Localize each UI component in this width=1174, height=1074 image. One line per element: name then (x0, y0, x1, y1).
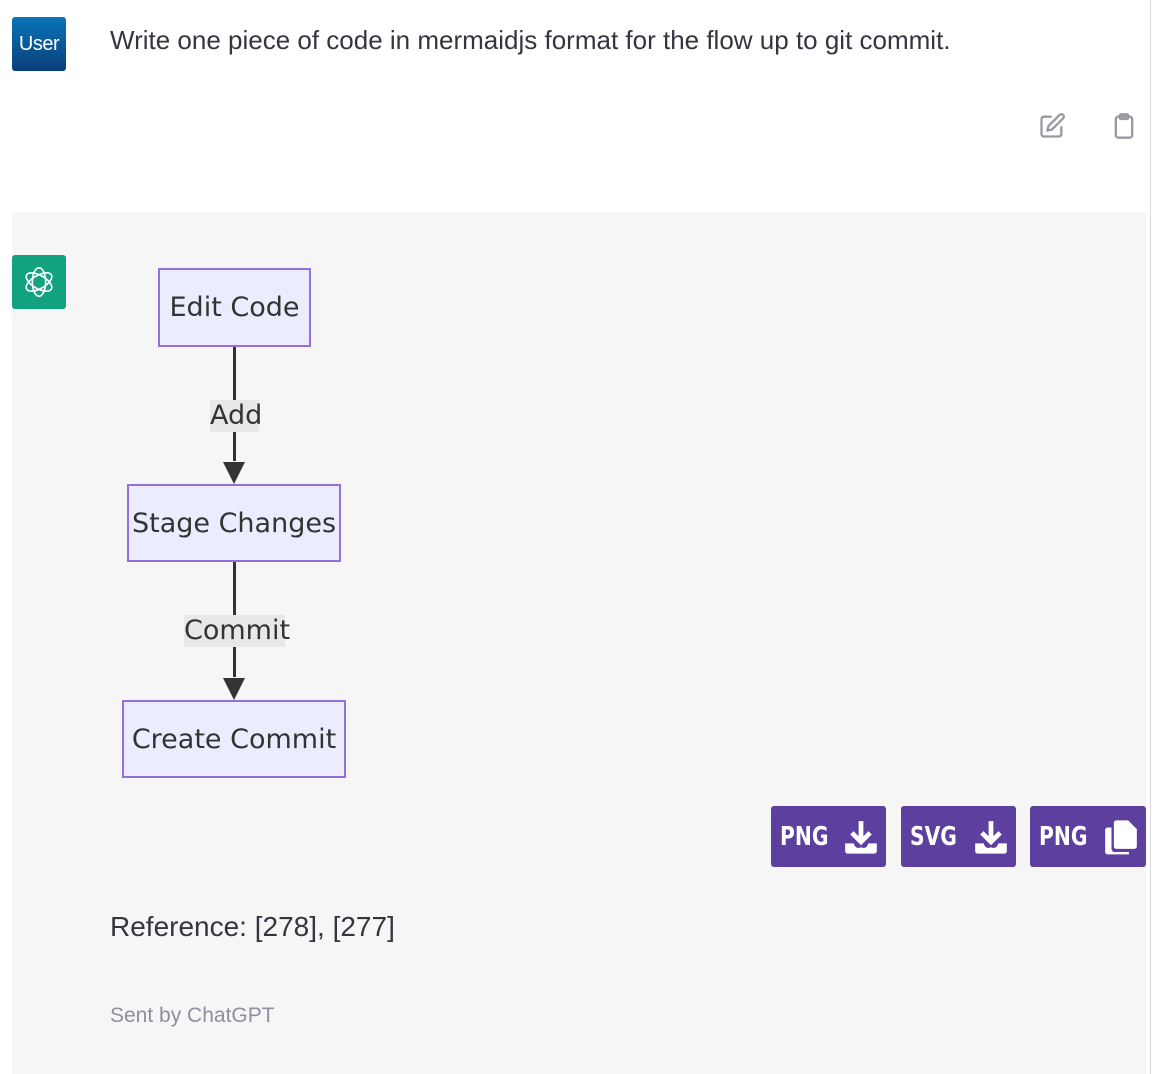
user-avatar: User (12, 17, 66, 71)
download-icon (845, 821, 877, 854)
copy-icon (1105, 820, 1137, 855)
flow-node-stage-changes: Stage Changes (127, 484, 341, 562)
clipboard-icon (1114, 113, 1134, 139)
openai-logo-icon (25, 266, 53, 298)
copy-png-label: PNG (1039, 821, 1088, 852)
assistant-avatar (12, 255, 66, 309)
user-avatar-label: User (18, 32, 60, 55)
right-divider (1150, 0, 1151, 1074)
download-png-label: PNG (780, 821, 829, 852)
flow-edge-label-commit: Commit (184, 615, 291, 647)
download-svg-label: SVG (910, 821, 957, 852)
download-svg-button[interactable]: SVG (901, 806, 1016, 867)
flow-node-create-commit: Create Commit (122, 700, 346, 778)
edit-message-button[interactable] (1036, 110, 1068, 142)
user-message-text: Write one piece of code in mermaidjs for… (110, 25, 951, 55)
download-icon (975, 821, 1007, 854)
copy-png-button[interactable]: PNG (1030, 806, 1146, 867)
flow-edge-add-arrowhead (223, 462, 245, 484)
edit-icon (1040, 113, 1065, 138)
sent-by-label: Sent by ChatGPT (110, 1004, 275, 1027)
flow-edge-label-add: Add (210, 400, 263, 432)
flow-edge-commit-arrowhead (223, 678, 245, 700)
reference-text: Reference: [278], [277] (110, 911, 395, 942)
flow-node-edit-code: Edit Code (158, 268, 311, 347)
download-png-button[interactable]: PNG (771, 806, 886, 867)
copy-message-button[interactable] (1108, 110, 1140, 142)
